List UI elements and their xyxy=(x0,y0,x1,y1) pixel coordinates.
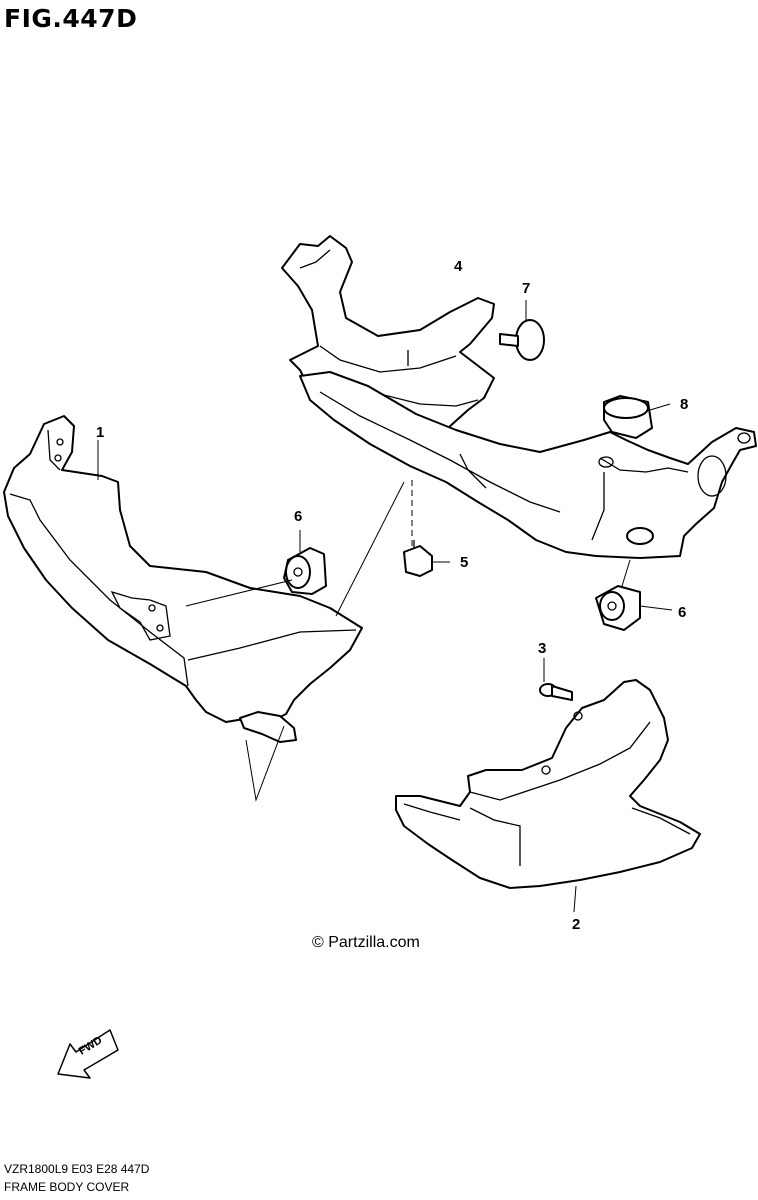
footer-section-name: FRAME BODY COVER xyxy=(4,1180,130,1194)
part-7-rivet[interactable] xyxy=(499,319,545,361)
callout-3[interactable]: 3 xyxy=(538,640,547,657)
callout-4[interactable]: 4 xyxy=(454,258,463,275)
leader-lines xyxy=(97,300,673,913)
part-2-right-cover[interactable] xyxy=(395,679,701,889)
part-4-lower-arm[interactable] xyxy=(299,371,757,559)
callout-5[interactable]: 5 xyxy=(460,554,469,571)
part-8-cushion[interactable] xyxy=(603,395,653,439)
part-6-grommet-a[interactable] xyxy=(283,547,327,595)
part-1-left-cover[interactable] xyxy=(3,415,363,743)
footer-model-code: VZR1800L9 E03 E28 447D xyxy=(4,1162,150,1176)
callout-2[interactable]: 2 xyxy=(572,916,581,933)
part-6-grommet-b[interactable] xyxy=(595,585,641,631)
part-3-screw[interactable] xyxy=(539,683,573,701)
part-5-clip[interactable] xyxy=(403,540,433,577)
callout-7[interactable]: 7 xyxy=(522,280,531,297)
callout-8[interactable]: 8 xyxy=(680,396,689,413)
copyright-notice: © Partzilla.com xyxy=(312,934,420,951)
fwd-arrow-icon xyxy=(57,1029,119,1079)
callout-6a[interactable]: 6 xyxy=(294,508,303,525)
figure-title: FIG.447D xyxy=(4,4,138,33)
callout-1[interactable]: 1 xyxy=(96,424,105,441)
callout-6b[interactable]: 6 xyxy=(678,604,687,621)
